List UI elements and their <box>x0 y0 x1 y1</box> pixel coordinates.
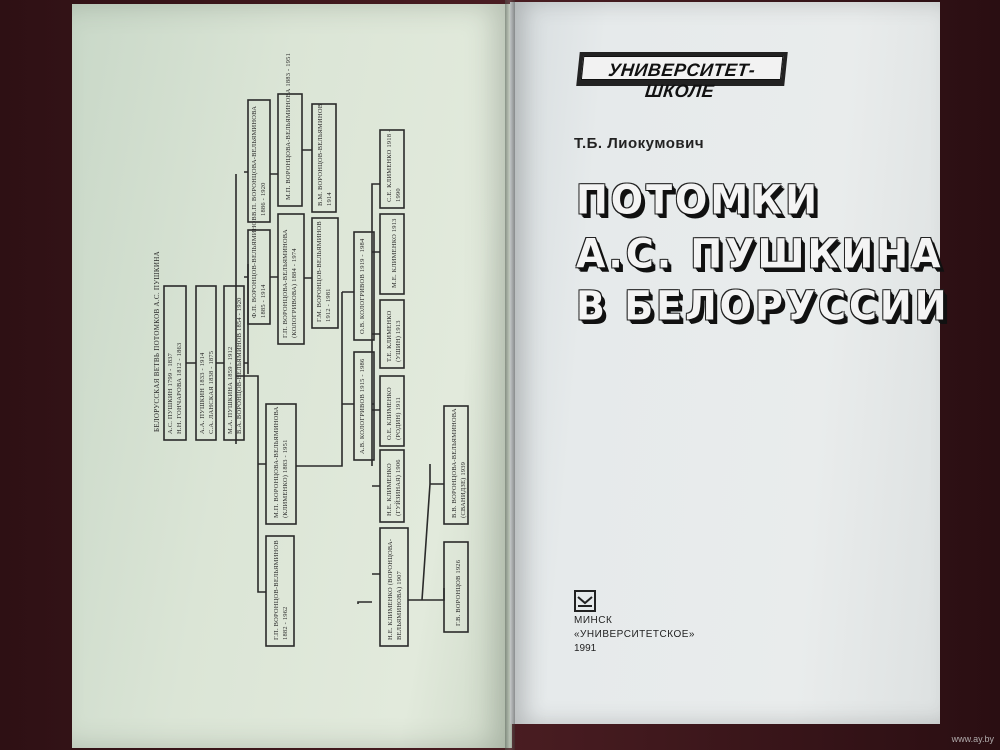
tree-box-klim6 <box>379 527 409 647</box>
genealogy-tree <box>163 93 469 647</box>
tree-heading: БЕЛОРУССКАЯ ВЕТВЬ ПОТОМКОВ А.С. ПУШКИНА <box>153 251 161 432</box>
tree-label-klim6: Н.Е. КЛИМЕНКО (ВОРОНЦОВА-ВЕЛЬЯМИНОВА) 19… <box>387 538 403 640</box>
tree-box-gen4a <box>277 213 305 345</box>
tree-label-klim5: Н.Е. КЛИМЕНКО(ГУЙЗИНАЯ) 1906 <box>386 459 402 516</box>
tree-connectors <box>186 149 445 604</box>
tree-box-gen4d <box>311 103 337 213</box>
tree-label-kolo1: А.В. КОЛОГРИВОВ 1915 - 1986 <box>359 358 366 454</box>
publisher-name: «УНИВЕРСИТЕТСКОЕ» <box>574 629 695 640</box>
tree-label-klim2: Т.Е. КЛИМЕНКО(УШИН) 1913 <box>386 310 402 362</box>
tree-box-kolo1 <box>353 351 375 461</box>
tree-box-gen6 <box>265 535 295 647</box>
author-name: Т.Б. Лиокумович <box>574 135 705 152</box>
book-title-line-1: ПОТОМКИ <box>576 176 821 224</box>
tree-label-gen4b: М.П. ВОРОНЦОВА-ВЕЛЬЯМИНОВА 1883 - 1951 <box>285 52 292 200</box>
tree-box-klim4 <box>379 129 405 209</box>
tree-box-vor1 <box>443 405 469 525</box>
series-label: УНИВЕРСИТЕТ-ШКОЛЕ <box>607 60 757 101</box>
tree-label-klim1: О.Е. КЛИМЕНКО(РОДИН) 1911 <box>386 387 402 440</box>
tree-box-kolo2 <box>353 231 375 341</box>
watermark: www.ay.by <box>951 734 994 744</box>
book-spine <box>505 0 515 750</box>
book-title-line-2: А.С. ПУШКИНА <box>576 230 944 278</box>
tree-box-klim1 <box>379 375 405 447</box>
left-page <box>72 4 512 748</box>
tree-boxes <box>163 93 469 647</box>
tree-label-gen5: М.П. ВОРОНЦОВА-ВЕЛЬЯМИНОВА(КЛИМЕНКО) 188… <box>273 406 289 518</box>
tree-label-kolo2: О.В. КОЛОГРИВОВ 1919 - 1984 <box>359 238 366 334</box>
publication-year: 1991 <box>574 643 597 654</box>
series-banner: УНИВЕРСИТЕТ-ШКОЛЕ <box>576 52 788 101</box>
tree-label-klim3: М.Е. КЛИМЕНКО 1913 <box>391 218 398 288</box>
tree-box-gen4c <box>311 217 339 329</box>
tree-box-vor2 <box>443 541 469 633</box>
publisher-city: МИНСК <box>574 615 613 626</box>
tree-label-vor1: В.В. ВОРОНЦОВА-ВЕЛЬЯМИНОВА(СВАНИДЗЕ) 193… <box>451 408 467 518</box>
right-page <box>510 2 940 724</box>
book-title-line-3: В БЕЛОРУССИИ <box>576 282 950 330</box>
tree-box-klim3 <box>379 213 405 295</box>
tree-label-vor2: Г.В. ВОРОНЦОВ 1926 <box>455 559 462 626</box>
publisher-logo-icon <box>574 590 596 612</box>
tree-box-gen3b <box>247 99 271 223</box>
tree-label-gen4a: Г.П. ВОРОНЦОВА-ВЕЛЬЯМИНОВА(КОЛОГРИВОВА) … <box>282 229 298 338</box>
tree-label-klim4: С.Е. КЛИМЕНКО 1918 -1990 <box>386 129 402 202</box>
